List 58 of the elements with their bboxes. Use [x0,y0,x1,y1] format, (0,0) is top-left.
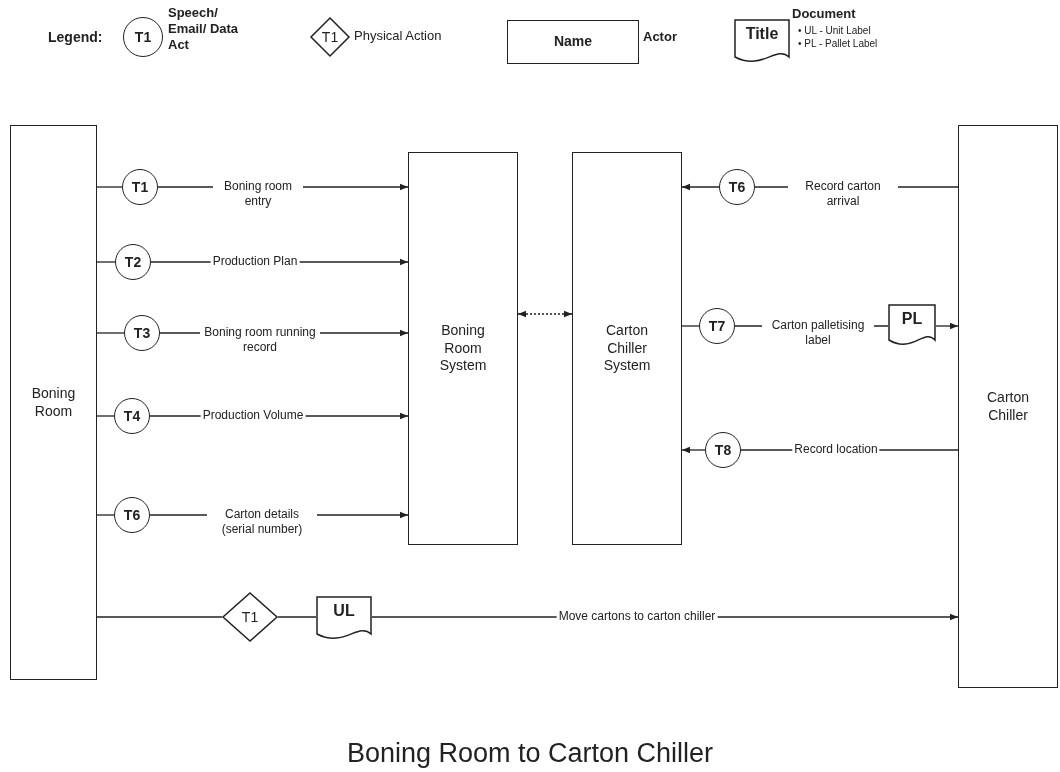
act-circle [124,315,160,351]
document-shape [888,304,936,348]
node-label: Carton Chiller [986,389,1030,424]
node-label: T7 [708,318,726,334]
act-circle [705,432,741,468]
act-circle [122,169,158,205]
act-circle [123,17,163,57]
node-label: T3 [133,325,151,341]
node-label: Carton Chiller System [602,322,652,375]
node-label: T8 [714,442,732,458]
process-box [507,20,639,64]
node-label: Title [745,25,779,43]
connector-line [681,325,700,327]
node-label: T6 [728,179,746,195]
node-label: UL [333,602,355,620]
process-box [408,152,518,545]
node-label: T6 [123,507,141,523]
legend-label: Document [792,6,857,22]
node-label: T1 [134,29,152,45]
node-label: T1 [131,179,149,195]
action-diamond [310,17,350,57]
arrow [935,322,959,330]
connector-line [277,616,317,618]
node-label: Boning Room System [438,322,488,375]
node-label: Name [553,33,593,51]
arrow [681,446,706,454]
diagram-title: Boning Room to Carton Chiller [345,738,715,769]
process-box [958,125,1058,688]
act-circle [114,398,150,434]
process-box [572,152,682,545]
node-label: T4 [123,408,141,424]
act-circle [114,497,150,533]
connector-line [96,186,123,188]
connector-line [96,415,115,417]
node-label: T1 [241,609,259,625]
node-label: PL [901,310,923,328]
node-label: Boning Room [30,385,77,420]
arrow [681,183,720,191]
act-circle [719,169,755,205]
node-label: T1 [321,29,339,45]
connector-line [96,332,125,334]
edge-label: Carton details (serial number) [207,507,317,537]
document-shape [734,19,790,65]
connector-line [96,514,115,516]
node-label: T2 [124,254,142,270]
act-circle [115,244,151,280]
arrow [517,310,573,318]
action-diamond [222,592,278,642]
edge-label: Boning room entry [213,179,303,209]
legend-label: Physical Action [354,28,443,44]
legend-label: Speech/ Email/ Data Act [168,5,240,53]
legend-heading: Legend: [48,29,103,45]
connector-line [96,616,223,618]
legend-label: Actor [643,29,678,45]
process-box [10,125,97,680]
document-shape [316,596,372,642]
act-circle [699,308,735,344]
connector-line [96,261,116,263]
